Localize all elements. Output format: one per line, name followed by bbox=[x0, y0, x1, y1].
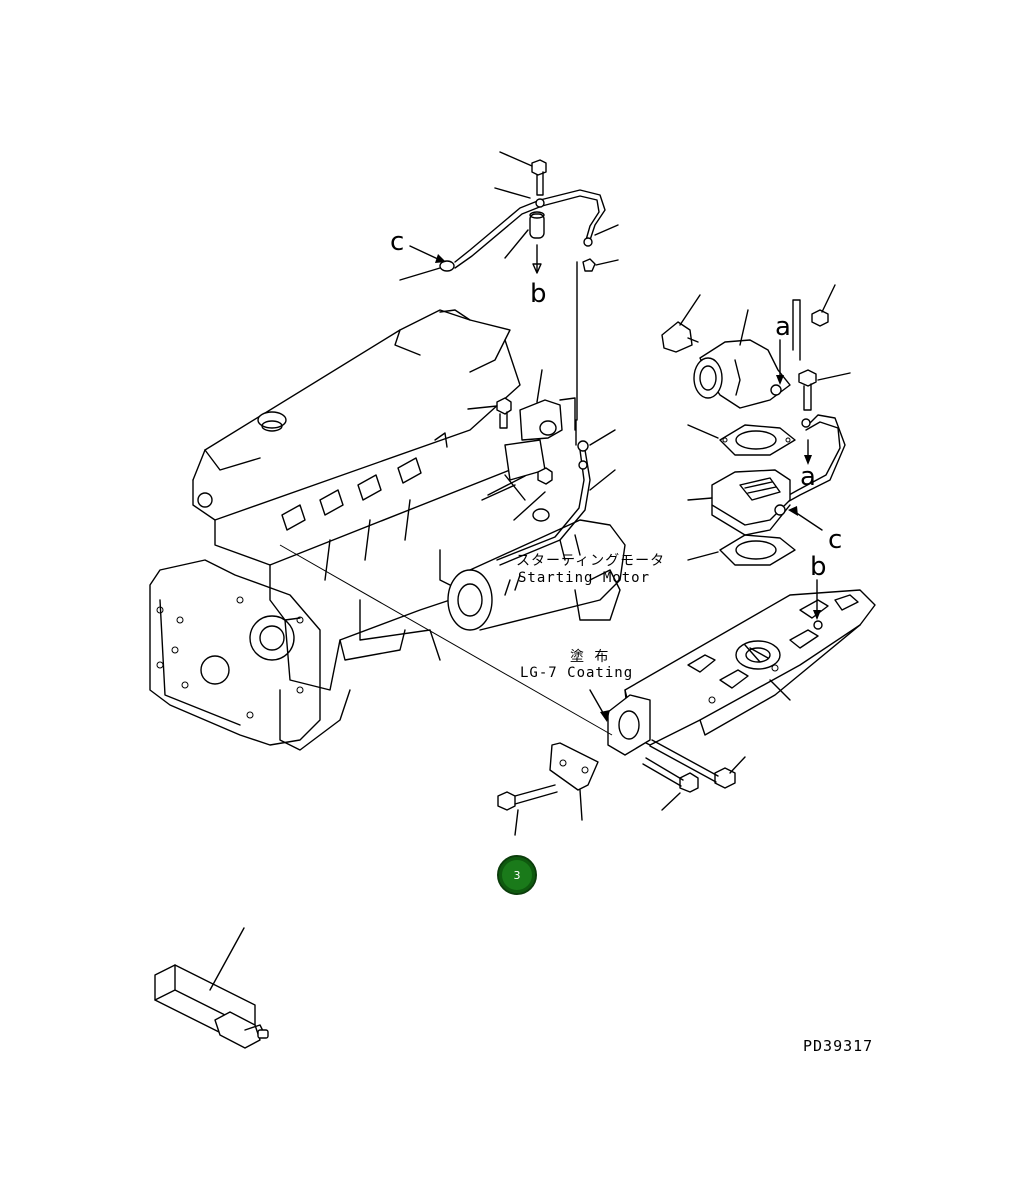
top-hose-assembly bbox=[399, 151, 619, 421]
reference-letter-b-right: b bbox=[810, 552, 827, 582]
thermostat-housing bbox=[661, 284, 851, 566]
starting-motor bbox=[447, 508, 626, 631]
manifold-bolts-and-cover bbox=[497, 739, 746, 836]
starting-motor-label-ja: スターティングモータ bbox=[516, 553, 665, 569]
tool-inset bbox=[154, 927, 269, 1049]
engine-block bbox=[149, 309, 621, 751]
drawing-number: PD39317 bbox=[803, 1037, 873, 1055]
reference-letter-c-left: c bbox=[390, 227, 404, 257]
reference-letter-b-top: b bbox=[530, 279, 547, 309]
reference-letter-c-right: c bbox=[828, 525, 842, 555]
sensor-bracket-assembly bbox=[467, 369, 616, 566]
part-callout-number: 3 bbox=[513, 868, 521, 882]
coating-leader-line bbox=[279, 544, 613, 736]
reference-letter-a-top: a bbox=[775, 312, 791, 342]
coating-label-ja: 塗 布 bbox=[570, 648, 609, 665]
part-callout-badge[interactable]: 3 bbox=[497, 855, 537, 895]
water-manifold bbox=[607, 579, 876, 756]
reference-letter-a-bottom: a bbox=[800, 462, 816, 492]
starting-motor-label-en: Starting Motor bbox=[518, 570, 650, 586]
coating-label-en: LG-7 Coating bbox=[520, 665, 633, 681]
